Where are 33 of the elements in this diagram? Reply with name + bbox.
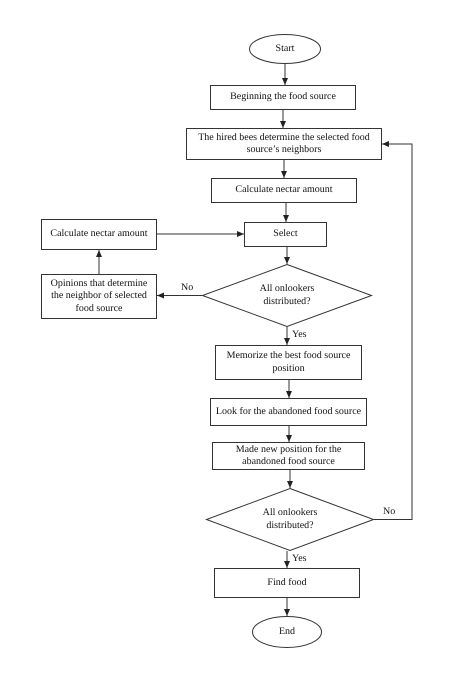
arrow: [284, 598, 290, 616]
arrow: [284, 550, 290, 568]
edge-label: No: [382, 506, 396, 516]
decision-diamond: All onlookers distributed?: [202, 264, 372, 327]
arrow: [286, 380, 292, 398]
edge-label: No: [180, 282, 194, 292]
process-box: The hired bees determine the selected food source’s neighbors: [186, 128, 382, 160]
arrow: [283, 202, 289, 222]
terminal-oval: End: [252, 616, 322, 648]
process-box: Opinions that determine the neighbor of selected food source: [41, 274, 157, 319]
process-box: Calculate nectar amount: [211, 178, 357, 203]
process-box: Find food: [214, 568, 360, 598]
process-box: Calculate nectar amount: [41, 219, 157, 250]
arrow: [284, 326, 290, 346]
process-box: Select: [244, 222, 327, 247]
arrow: [282, 64, 288, 86]
arrow: [286, 426, 292, 442]
edge-label: Yes: [291, 553, 308, 564]
process-box: Beginning the food source: [210, 85, 356, 110]
arrow: [156, 292, 202, 298]
arrow: [287, 470, 293, 488]
terminal-oval: Start: [249, 34, 321, 64]
arrow: [284, 246, 290, 264]
process-box: Memorize the best food source position: [215, 345, 362, 380]
arrow: [280, 110, 286, 128]
decision-diamond: All onlookers distributed?: [206, 488, 374, 551]
process-box: Made new position for the abandoned food source: [212, 442, 365, 470]
arrow: [374, 141, 412, 520]
arrow: [281, 160, 287, 178]
arrow: [96, 250, 102, 274]
arrow: [156, 231, 244, 237]
process-box: Look for the abandoned food source: [210, 398, 367, 426]
edge-label: Yes: [291, 329, 308, 340]
